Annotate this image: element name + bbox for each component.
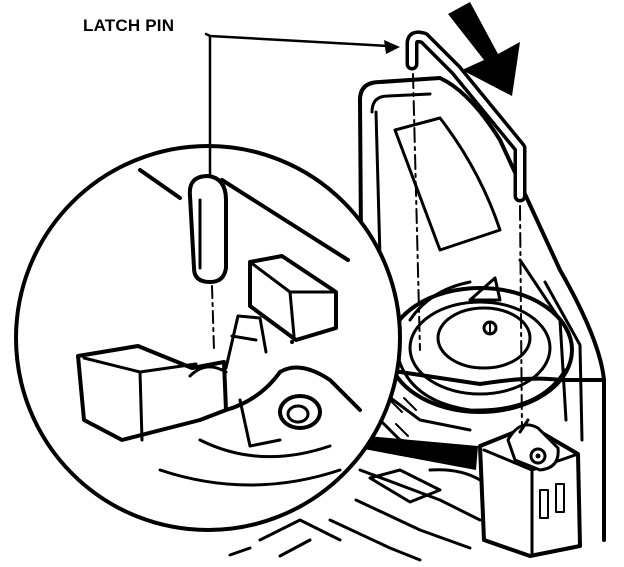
pin-hole bbox=[278, 394, 322, 430]
alignment-lines bbox=[412, 73, 523, 433]
terminal-block bbox=[478, 418, 582, 558]
spring-cup bbox=[386, 276, 574, 414]
base-frame bbox=[228, 388, 482, 562]
callout-leader bbox=[204, 32, 400, 54]
latch-pin-exploded bbox=[405, 30, 527, 203]
latch-pin-label: LATCH PIN bbox=[83, 16, 175, 35]
install-direction-arrow-icon bbox=[448, 2, 520, 96]
detail-contents bbox=[76, 34, 362, 487]
